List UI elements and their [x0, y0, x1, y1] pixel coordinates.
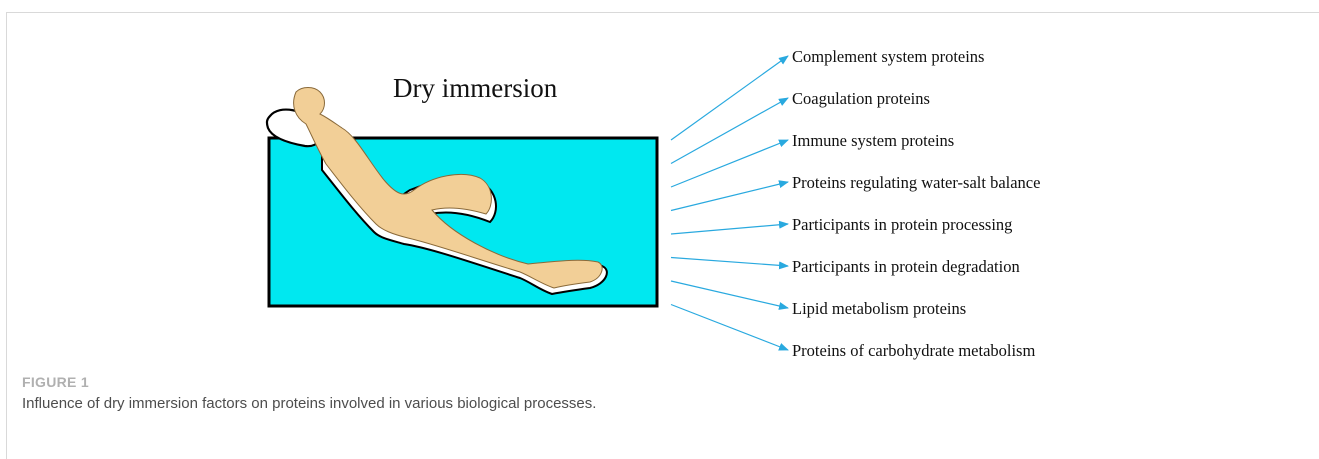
arrow-1 [671, 56, 788, 140]
protein-label-7: Lipid metabolism proteins [792, 299, 966, 318]
arrow-8 [671, 305, 788, 351]
protein-label-6: Participants in protein degradation [792, 257, 1020, 276]
arrow-5 [671, 224, 788, 234]
figure-title: Dry immersion [393, 73, 558, 103]
caption-text: Influence of dry immersion factors on pr… [22, 395, 596, 412]
arrow-7 [671, 281, 788, 308]
arrow-4 [671, 182, 788, 211]
protein-label-1: Complement system proteins [792, 47, 984, 66]
protein-label-5: Participants in protein processing [792, 215, 1012, 234]
protein-label-2: Coagulation proteins [792, 89, 930, 108]
arrow-2 [671, 98, 788, 164]
arrow-6 [671, 258, 788, 267]
protein-label-8: Proteins of carbohydrate metabolism [792, 341, 1035, 360]
protein-label-4: Proteins regulating water-salt balance [792, 173, 1040, 192]
figure-illustration: Dry immersion Complement system proteins… [0, 0, 1319, 360]
protein-label-3: Immune system proteins [792, 131, 954, 150]
arrow-3 [671, 140, 788, 187]
caption-label: FIGURE 1 [22, 374, 89, 390]
